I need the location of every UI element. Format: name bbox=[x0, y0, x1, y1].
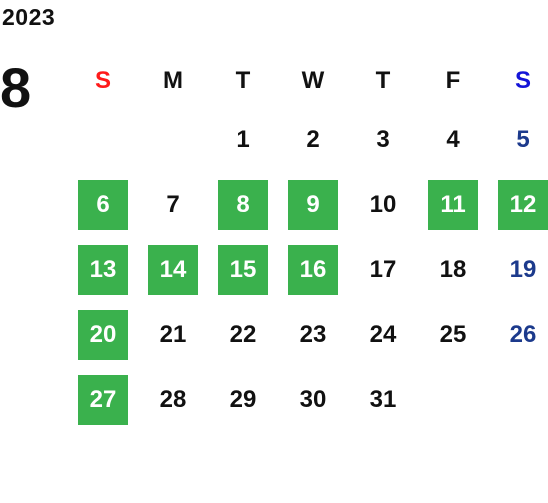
day-number: 4 bbox=[446, 125, 460, 153]
day-number: 2 bbox=[306, 125, 320, 153]
day-number: 26 bbox=[509, 320, 537, 348]
highlighted-day-number: 11 bbox=[428, 179, 478, 230]
calendar-day: 25 bbox=[418, 302, 488, 367]
day-number: 23 bbox=[299, 320, 327, 348]
highlighted-day-number: 6 bbox=[78, 179, 128, 230]
calendar-day: 15 bbox=[208, 237, 278, 302]
day-number: 28 bbox=[159, 385, 187, 413]
calendar-day: 23 bbox=[278, 302, 348, 367]
calendar-day-empty bbox=[68, 107, 138, 172]
calendar-day: 16 bbox=[278, 237, 348, 302]
calendar-day: 28 bbox=[138, 367, 208, 432]
day-number: 7 bbox=[166, 190, 180, 218]
highlighted-day-number: 9 bbox=[288, 179, 338, 230]
calendar-day: 6 bbox=[68, 172, 138, 237]
day-number: 25 bbox=[439, 320, 467, 348]
calendar-day: 26 bbox=[488, 302, 548, 367]
weekday-header-wed: W bbox=[301, 67, 325, 94]
day-number: 3 bbox=[376, 125, 390, 153]
calendar-day: 14 bbox=[138, 237, 208, 302]
highlighted-day-number: 14 bbox=[148, 244, 198, 295]
calendar-month: 8 bbox=[0, 56, 32, 119]
highlighted-day-number: 27 bbox=[78, 374, 128, 425]
calendar-day: 13 bbox=[68, 237, 138, 302]
day-number: 22 bbox=[229, 320, 257, 348]
day-number: 5 bbox=[516, 125, 530, 153]
highlighted-day-number: 15 bbox=[218, 244, 268, 295]
calendar-day: 2 bbox=[278, 107, 348, 172]
weekday-header-thu: T bbox=[375, 67, 391, 94]
calendar-day: 21 bbox=[138, 302, 208, 367]
day-number: 29 bbox=[229, 385, 257, 413]
calendar-day: 10 bbox=[348, 172, 418, 237]
calendar-day: 17 bbox=[348, 237, 418, 302]
calendar-day: 24 bbox=[348, 302, 418, 367]
highlighted-day-number: 12 bbox=[498, 179, 548, 230]
highlighted-day-number: 8 bbox=[218, 179, 268, 230]
day-number: 17 bbox=[369, 255, 397, 283]
calendar-day: 18 bbox=[418, 237, 488, 302]
weekday-header-mon: M bbox=[163, 67, 183, 94]
day-number: 19 bbox=[509, 255, 537, 283]
weekday-header-sun: S bbox=[94, 67, 111, 94]
day-number: 24 bbox=[369, 320, 397, 348]
day-number: 18 bbox=[439, 255, 467, 283]
calendar-day: 22 bbox=[208, 302, 278, 367]
calendar-day: 12 bbox=[488, 172, 548, 237]
calendar-day: 19 bbox=[488, 237, 548, 302]
calendar-day-empty bbox=[418, 367, 488, 432]
day-number: 30 bbox=[299, 385, 327, 413]
calendar-year: 2023 bbox=[2, 4, 56, 30]
day-number: 21 bbox=[159, 320, 187, 348]
highlighted-day-number: 20 bbox=[78, 309, 128, 360]
calendar-day: 4 bbox=[418, 107, 488, 172]
calendar-day: 1 bbox=[208, 107, 278, 172]
calendar-day: 7 bbox=[138, 172, 208, 237]
calendar-day: 29 bbox=[208, 367, 278, 432]
calendar-day: 5 bbox=[488, 107, 548, 172]
calendar-day: 31 bbox=[348, 367, 418, 432]
calendar-day: 30 bbox=[278, 367, 348, 432]
highlighted-day-number: 16 bbox=[288, 244, 338, 295]
weekday-header-tue: T bbox=[235, 67, 251, 94]
day-number: 1 bbox=[236, 125, 250, 153]
calendar-day-empty bbox=[138, 107, 208, 172]
weekday-header-fri: F bbox=[445, 67, 461, 94]
day-number: 31 bbox=[369, 385, 397, 413]
calendar-day: 8 bbox=[208, 172, 278, 237]
calendar-day: 11 bbox=[418, 172, 488, 237]
calendar-day: 9 bbox=[278, 172, 348, 237]
day-number: 10 bbox=[369, 190, 397, 218]
weekday-header-sat: S bbox=[514, 67, 531, 94]
calendar-day: 3 bbox=[348, 107, 418, 172]
calendar-day: 20 bbox=[68, 302, 138, 367]
highlighted-day-number: 13 bbox=[78, 244, 128, 295]
calendar-day: 27 bbox=[68, 367, 138, 432]
calendar-day-empty bbox=[488, 367, 548, 432]
